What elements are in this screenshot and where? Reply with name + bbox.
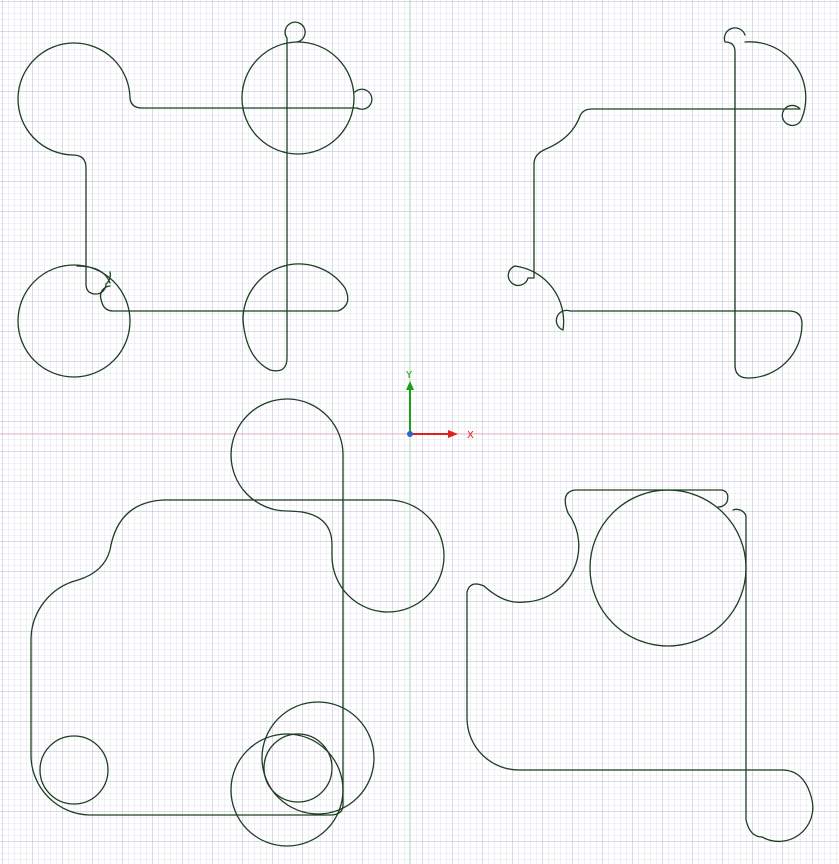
sketch-outline[interactable]	[30, 398, 445, 816]
sketch-arc[interactable]	[76, 265, 111, 284]
sketch-circle[interactable]	[589, 489, 747, 647]
sketch-profile-top-right[interactable]	[507, 27, 807, 379]
sketch-circle[interactable]	[17, 264, 131, 378]
origin-triad: Y X	[405, 370, 474, 441]
sketch-circle[interactable]	[241, 41, 355, 155]
sketch-outline[interactable]	[17, 21, 349, 372]
sketch-outline[interactable]	[507, 27, 807, 379]
x-arrowhead-icon	[448, 430, 458, 438]
x-axis-label: X	[467, 430, 474, 441]
sketch-circle[interactable]	[263, 733, 333, 803]
sketch-line[interactable]	[141, 88, 373, 110]
sketch-profiles[interactable]	[17, 21, 814, 847]
sketch-profile-bottom-left[interactable]	[30, 398, 445, 847]
sketch-profile-top-left[interactable]	[17, 21, 373, 378]
sketch-circle[interactable]	[39, 735, 109, 805]
origin-dot-icon	[407, 431, 413, 437]
y-axis-label: Y	[405, 370, 413, 381]
sketch-circle[interactable]	[261, 701, 375, 815]
sketch-circle[interactable]	[230, 733, 344, 847]
sketch-outline[interactable]	[466, 489, 814, 843]
sketch-profile-bottom-right[interactable]	[466, 489, 814, 843]
y-arrowhead-icon	[406, 381, 414, 390]
